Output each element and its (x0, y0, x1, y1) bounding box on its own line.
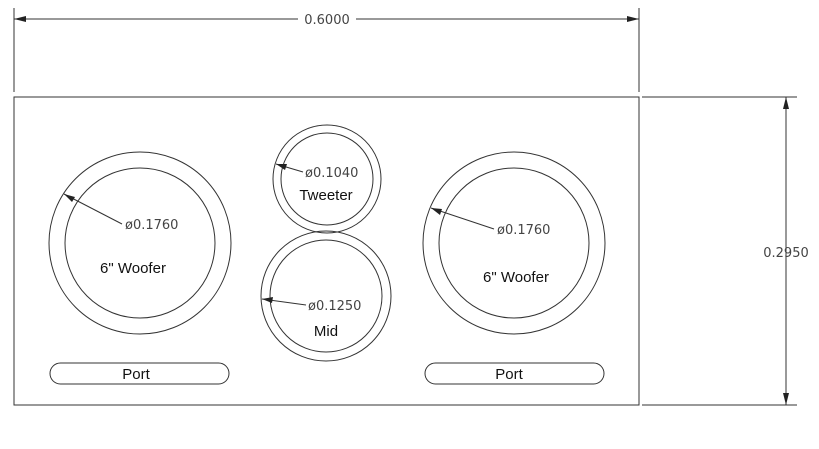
right-woofer: ø0.1760 6" Woofer (422, 151, 606, 335)
height-dimension: 0.2950 (642, 96, 809, 406)
right-port-slot (424, 362, 605, 385)
baffle-outline (13, 96, 640, 406)
right-woofer-label: 6" Woofer (483, 269, 549, 286)
left-woofer: ø0.1760 6" Woofer (48, 151, 232, 335)
right-woofer-leader (430, 207, 495, 230)
mid-inner-ring (269, 239, 383, 353)
height-arrow-top-icon (783, 97, 789, 109)
left-woofer-inner-ring (64, 167, 216, 319)
tweeter-outer-ring (272, 124, 382, 234)
mid-leader-arrow-icon (262, 297, 273, 303)
right-woofer-diameter-label: ø0.1760 (497, 223, 550, 238)
mid-driver: ø0.1250 Mid (260, 230, 392, 362)
width-arrow-left-icon (14, 16, 26, 22)
right-woofer-outer-ring (422, 151, 606, 335)
left-woofer-leader-arrow-icon (64, 194, 75, 202)
width-arrow-right-icon (627, 16, 639, 22)
left-woofer-label: 6" Woofer (100, 260, 166, 277)
right-woofer-leader-arrow-icon (431, 208, 442, 215)
left-woofer-outer-ring (48, 151, 232, 335)
right-port-label: Port (495, 366, 523, 383)
left-port-label: Port (122, 366, 150, 383)
width-dimension-label: 0.6000 (304, 13, 350, 28)
mid-diameter-label: ø0.1250 (308, 299, 361, 314)
tweeter-label: Tweeter (299, 187, 352, 204)
height-arrow-bottom-icon (783, 393, 789, 405)
mid-outer-ring (260, 230, 392, 362)
mid-label: Mid (314, 323, 338, 340)
left-woofer-diameter-label: ø0.1760 (125, 218, 178, 233)
tweeter-diameter-label: ø0.1040 (305, 166, 358, 181)
tweeter: ø0.1040 Tweeter (272, 124, 382, 234)
right-woofer-inner-ring (438, 167, 590, 319)
tweeter-leader-arrow-icon (276, 164, 287, 170)
width-dimension: 0.6000 (13, 8, 640, 92)
left-port: Port (49, 362, 230, 385)
height-dimension-label: 0.2950 (763, 246, 809, 261)
left-port-slot (49, 362, 230, 385)
right-port: Port (424, 362, 605, 385)
tweeter-inner-ring (280, 132, 374, 226)
